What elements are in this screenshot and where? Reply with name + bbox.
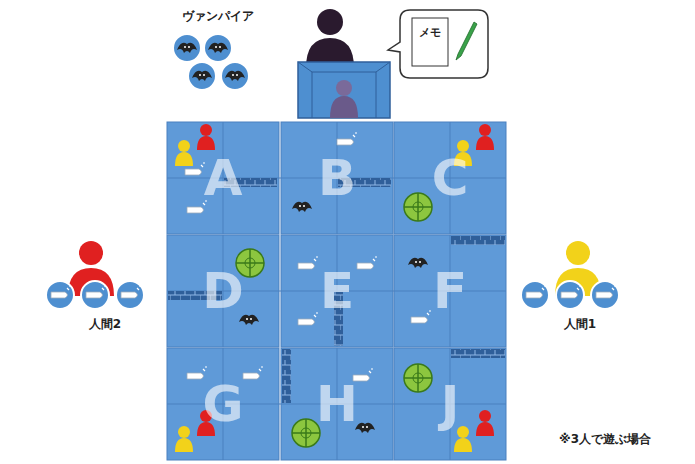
tile-letter: B <box>318 149 356 207</box>
tile-f: F <box>394 235 506 347</box>
tile-letter: J <box>441 375 460 433</box>
tile-letter: C <box>432 149 469 207</box>
tile-a: A <box>167 122 279 234</box>
tile-c: C <box>394 122 506 234</box>
player-label: 人間1 <box>564 316 596 333</box>
tile-d: D <box>167 235 279 347</box>
tile-letter: H <box>316 375 358 433</box>
tile-letter: D <box>202 262 244 320</box>
note: ※3人で遊ぶ場合 <box>559 431 651 448</box>
tile-g: G <box>167 348 279 460</box>
player-label: ヴァンパイア <box>182 8 254 25</box>
tile-h: H <box>281 348 393 460</box>
tile-letter: E <box>320 262 354 320</box>
tile-j: J <box>394 348 506 460</box>
memo-text: メモ <box>419 25 441 40</box>
tile-letter: A <box>204 149 243 207</box>
tile-letter: F <box>433 262 467 320</box>
tile-e: E <box>281 235 393 347</box>
tile-b: B <box>281 122 393 234</box>
tile-letter: G <box>202 375 243 433</box>
memo-paper: メモ <box>412 18 448 46</box>
player-label: 人間2 <box>89 316 121 333</box>
